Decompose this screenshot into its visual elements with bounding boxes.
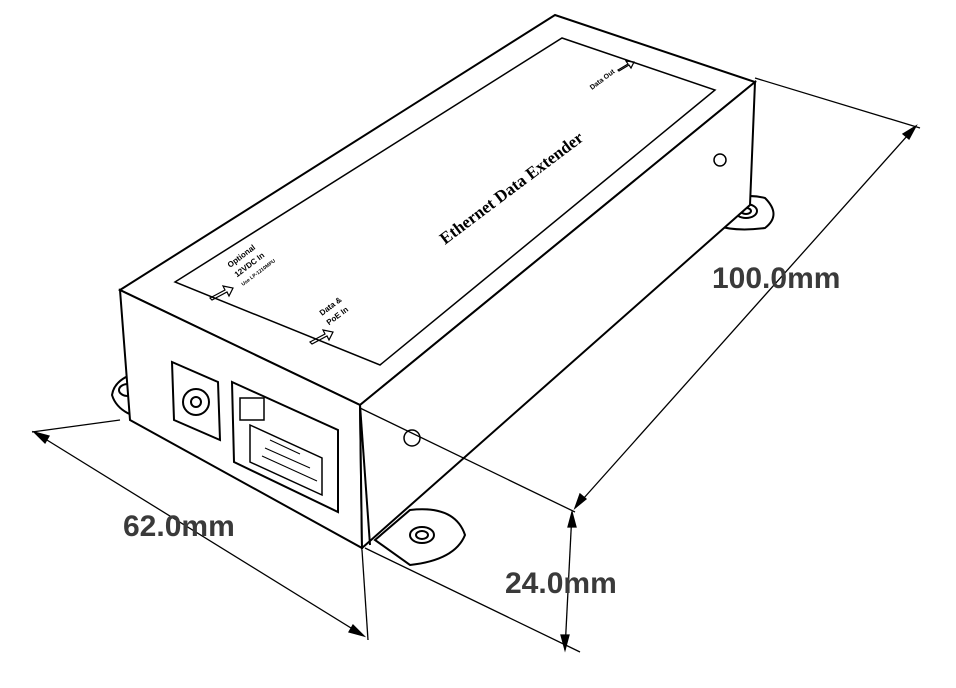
dc-power-jack bbox=[170, 360, 222, 442]
screw-icon bbox=[713, 153, 727, 167]
rj45-port bbox=[230, 380, 339, 514]
arrow-icon bbox=[309, 329, 334, 345]
length-dimension: 100.0mm bbox=[712, 262, 841, 295]
dim-line-width bbox=[33, 431, 365, 637]
height-dimension: 24.0mm bbox=[505, 567, 617, 600]
side-face bbox=[358, 79, 757, 551]
screw-icon bbox=[403, 429, 421, 447]
dim-line-height bbox=[564, 511, 573, 651]
dim-line-length bbox=[574, 125, 917, 509]
arrow-icon bbox=[617, 60, 635, 72]
mounting-tab-front-right bbox=[373, 508, 467, 567]
arrow-icon bbox=[209, 285, 234, 301]
width-dimension: 62.0mm bbox=[123, 510, 235, 543]
top-label-panel bbox=[173, 37, 717, 366]
